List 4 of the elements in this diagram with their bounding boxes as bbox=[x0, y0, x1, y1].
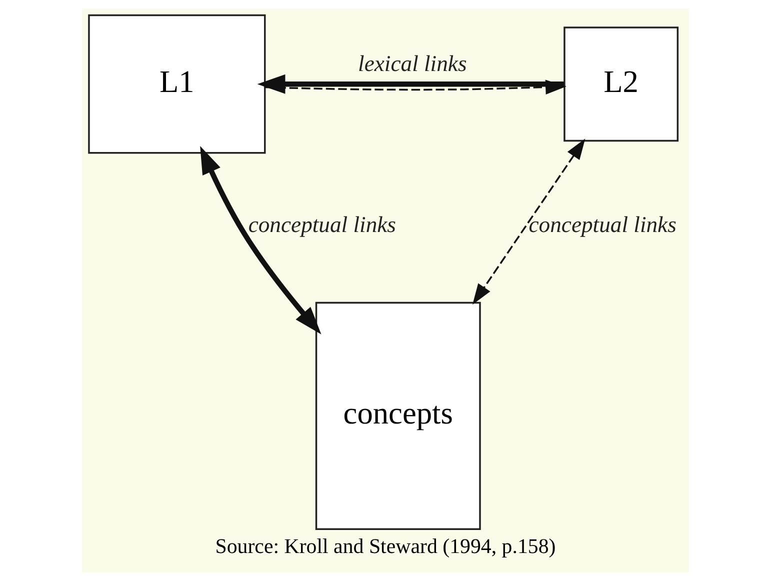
edge-label: lexical links bbox=[358, 50, 466, 76]
caption: Source: Kroll and Steward (1994, p.158) bbox=[214, 534, 556, 558]
edge-label: conceptual links bbox=[528, 212, 676, 237]
edge-label: conceptual links bbox=[248, 212, 396, 237]
